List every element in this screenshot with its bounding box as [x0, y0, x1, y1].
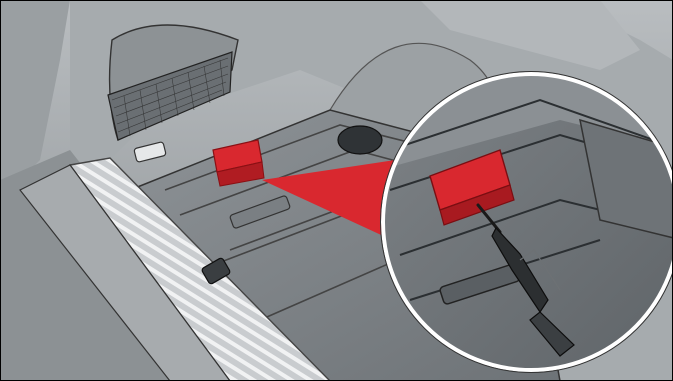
magnifier-callout-icon	[380, 72, 673, 373]
